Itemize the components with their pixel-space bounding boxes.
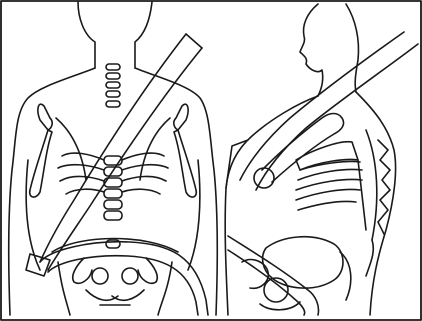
side-view-panel [225, 4, 418, 315]
side-arm [254, 114, 344, 189]
rib-cage [58, 153, 168, 194]
spine [104, 64, 122, 248]
shoulder-blades [30, 104, 197, 197]
rear-view-panel [9, 2, 218, 315]
rear-body-outline [9, 2, 218, 315]
seat-belt [26, 34, 208, 315]
side-pelvis [242, 237, 351, 310]
pelvis [52, 239, 178, 316]
side-head [300, 4, 359, 96]
